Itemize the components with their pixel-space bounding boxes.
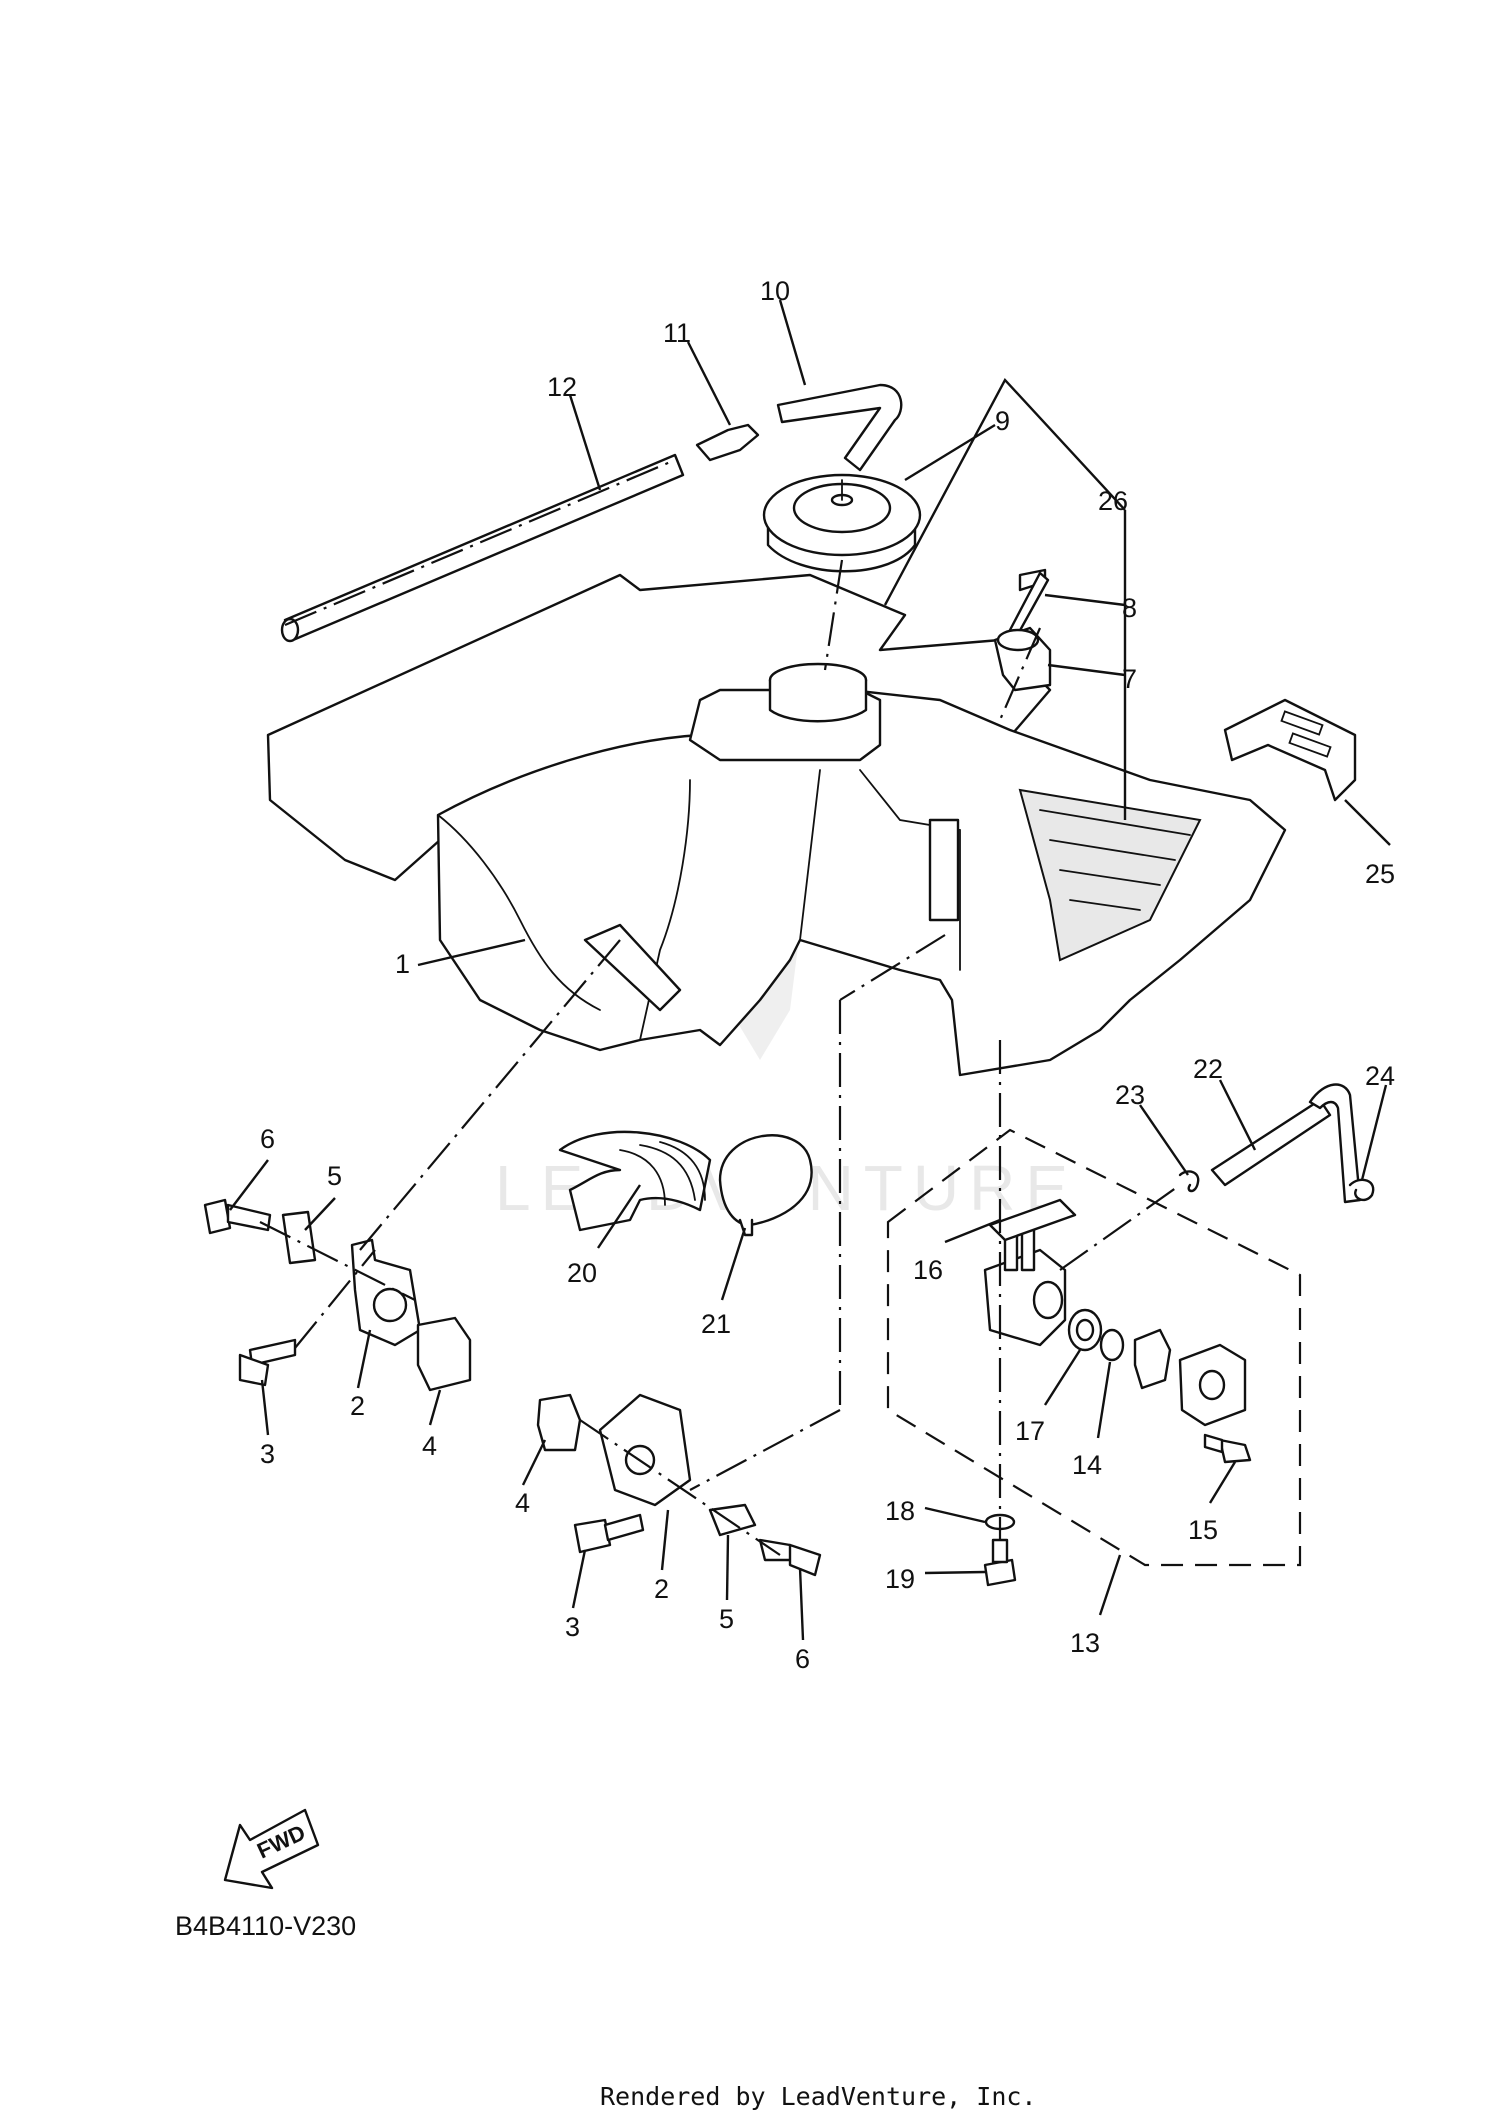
bolt-19: [983, 1538, 1017, 1587]
callout-14: 14: [1072, 1450, 1102, 1480]
collar-5-right: [708, 1503, 757, 1537]
seal-17: [1067, 1308, 1103, 1352]
callout-1: 1: [395, 949, 410, 979]
callout-16: 16: [913, 1255, 943, 1285]
callout-26: 26: [1098, 486, 1128, 516]
callout-7: 7: [1122, 664, 1137, 694]
leader-lines: [229, 299, 1391, 1641]
callout-8: 8: [1122, 593, 1137, 623]
callout-3: 3: [565, 1612, 580, 1642]
callout-21: 21: [701, 1309, 731, 1339]
callout-4: 4: [422, 1431, 437, 1461]
bracket-25: [1223, 698, 1357, 802]
callout-4: 4: [515, 1488, 530, 1518]
bolt-3-right: [573, 1513, 645, 1554]
lever-knob: [1133, 1328, 1172, 1390]
cover-plate: [1178, 1343, 1247, 1427]
fuel-cap: [762, 473, 922, 573]
callout-5: 5: [719, 1604, 734, 1634]
callout-25: 25: [1365, 859, 1395, 889]
collar-5-left: [281, 1210, 317, 1265]
callout-5: 5: [327, 1161, 342, 1191]
damper-4-left: [416, 1316, 472, 1392]
fuel-cock-assembly-boundary: [886, 1128, 1302, 1567]
callout-11: 11: [663, 318, 691, 348]
clip-24: [1348, 1178, 1375, 1202]
screw-15: [1203, 1433, 1252, 1464]
callout-9: 9: [995, 406, 1010, 436]
callout-23: 23: [1115, 1080, 1145, 1110]
callout-22: 22: [1193, 1054, 1223, 1084]
bracket-2-left: [350, 1238, 422, 1347]
band-21: [718, 1134, 813, 1237]
callout-10: 10: [760, 276, 790, 306]
bolt-8: [1008, 568, 1050, 636]
clip-23: [1178, 1170, 1200, 1193]
footer-credit: Rendered by LeadVenture, Inc.: [600, 2082, 1037, 2111]
callout-3: 3: [260, 1439, 275, 1469]
callout-numbers: 1 2 3 4 5 6 2 3 4 5 6 7 8 9 10 11 12 13 …: [260, 276, 1395, 1674]
callout-13: 13: [1070, 1628, 1100, 1658]
damper-20: [558, 1130, 712, 1232]
bracket-2-right: [598, 1393, 692, 1507]
callout-6: 6: [260, 1124, 275, 1154]
o-ring-14: [1099, 1328, 1125, 1362]
callout-6: 6: [795, 1644, 810, 1674]
damper-4-right: [536, 1393, 582, 1452]
callout-15: 15: [1188, 1515, 1218, 1545]
callout-2: 2: [654, 1574, 669, 1604]
callout-24: 24: [1365, 1061, 1395, 1091]
callout-12: 12: [547, 372, 577, 402]
bolt-6-right: [758, 1538, 822, 1577]
bolt-6-left: [203, 1198, 272, 1235]
callout-17: 17: [1015, 1416, 1045, 1446]
bolt-3-left: [238, 1338, 297, 1387]
fuel-tank: [436, 662, 1287, 1077]
callout-20: 20: [567, 1258, 597, 1288]
centerlines: [259, 458, 1181, 1556]
callout-2: 2: [350, 1391, 365, 1421]
fwd-arrow-icon: FWD: [223, 1808, 320, 1890]
fuel-cock-body: [983, 1213, 1067, 1347]
breather-valve-11: [695, 423, 760, 462]
grommet-7: [993, 626, 1052, 692]
gasket-16: [988, 1198, 1077, 1242]
callout-19: 19: [885, 1564, 915, 1594]
callout-18: 18: [885, 1496, 915, 1526]
breather-hose-10: [776, 383, 903, 472]
fuel-hose-22: [1210, 1083, 1362, 1204]
diagram-code: B4B4110-V230: [175, 1911, 356, 1941]
